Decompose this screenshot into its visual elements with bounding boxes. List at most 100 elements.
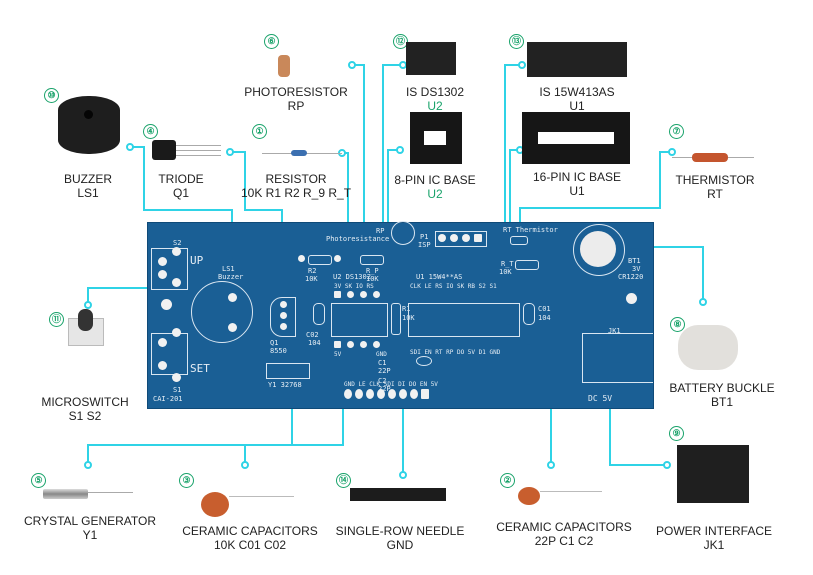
y1-outline — [266, 363, 310, 379]
header-pin — [344, 389, 352, 399]
microswitch-button — [78, 309, 93, 331]
silk-isp: ISP — [418, 241, 431, 249]
pad — [228, 323, 237, 332]
silk-u2-top: 3V SK IO RS — [334, 283, 374, 290]
silk-board-id: CAI-201 — [153, 395, 183, 403]
silk-rt2: R_T — [501, 260, 514, 268]
badge-4: ④ — [143, 124, 158, 139]
pad — [158, 361, 167, 370]
pad — [334, 291, 341, 298]
pad — [172, 247, 181, 256]
buzzer-outline — [191, 281, 253, 343]
badge-11: ⑪ — [49, 312, 64, 327]
switch-s2-outline — [151, 248, 188, 290]
silk-rt: RT Thermistor — [503, 226, 558, 234]
pcb-board: S2 UP S1 SET CAI-201 LS1 Buzzer Q1 8550 … — [147, 221, 654, 409]
header-pin — [366, 389, 374, 399]
header-pin — [421, 389, 429, 399]
silk-y1: Y1 32768 — [268, 381, 302, 389]
isp-header-outline — [435, 231, 487, 247]
silk-up: UP — [190, 254, 204, 267]
pad — [280, 323, 287, 330]
mount-hole — [161, 299, 172, 310]
buzzer-hole — [84, 110, 93, 119]
silk-p1: P1 — [420, 233, 429, 241]
u2-socket-outline — [331, 303, 388, 337]
switch-s1-outline — [151, 333, 188, 375]
pad — [474, 234, 482, 242]
triode-leg — [176, 155, 221, 156]
ds1302-chip-image — [406, 42, 456, 75]
silk-co2: C02 — [306, 331, 319, 339]
ceramic-capacitor-22p-image — [518, 487, 540, 505]
badge-1: ① — [252, 124, 267, 139]
silk-co1-val: 104 — [538, 314, 551, 322]
wire-crystal — [87, 374, 293, 465]
power-jack-image — [677, 445, 749, 503]
silk-co2-val: 104 — [308, 339, 321, 347]
ceramic-capacitor-10k-image — [201, 492, 229, 517]
ic-base-window — [538, 132, 614, 144]
c1-outline — [416, 356, 432, 366]
badge-9: ⑨ — [669, 426, 684, 441]
wire-u2 — [382, 64, 403, 296]
crystal-image — [43, 489, 88, 499]
silk-dc: DC 5V — [588, 394, 613, 403]
pad — [298, 255, 305, 262]
silk-s2: S2 — [173, 239, 182, 247]
pad — [334, 255, 341, 262]
pad — [438, 234, 446, 242]
badge-12: ⑫ — [393, 34, 408, 49]
silk-buzzer: Buzzer — [218, 273, 244, 281]
photoresistor-image — [278, 55, 290, 77]
rp-outline — [391, 221, 415, 245]
silk-q1-val: 8550 — [270, 347, 287, 355]
r1-outline — [391, 303, 401, 335]
co1-outline — [523, 303, 535, 325]
triode-leg — [176, 150, 221, 151]
r2-outline — [308, 255, 332, 265]
header-pin — [410, 389, 418, 399]
silk-bt1-type: CR1220 — [618, 273, 644, 281]
silk-jk1: JK1 — [608, 327, 621, 335]
battery-buckle-image — [678, 325, 738, 370]
badge-5: ⑤ — [31, 473, 46, 488]
pad — [360, 341, 367, 348]
wire-thermistor — [519, 151, 672, 237]
silk-rp2-val: 10K — [366, 275, 379, 283]
silk-header: GND LE CLK SDI DI DO EN 5V — [344, 381, 438, 388]
capacitor-lead — [540, 491, 602, 492]
pad — [462, 234, 470, 242]
pad — [158, 257, 167, 266]
silk-rp: RP — [376, 227, 385, 235]
silk-bt1-v: 3V — [632, 265, 641, 273]
header-pin — [399, 389, 407, 399]
badge-3: ③ — [179, 473, 194, 488]
pad — [280, 301, 287, 308]
silk-ls1: LS1 — [222, 265, 235, 273]
silk-u1-top: CLK LE RS IO SK RB S2 S1 — [410, 283, 497, 290]
silk-set: SET — [190, 362, 210, 375]
wire-switch — [87, 287, 160, 305]
15w413as-chip-image — [527, 42, 627, 77]
ic-base-8-image — [410, 112, 462, 164]
crystal-lead — [88, 492, 133, 493]
silk-r1: R1 — [402, 305, 411, 313]
pad — [280, 312, 287, 319]
rt-outline — [510, 236, 528, 245]
triode-image — [152, 140, 176, 160]
silk-c2: C2 — [378, 377, 387, 385]
wire-photo — [352, 64, 365, 240]
capacitor-lead — [229, 496, 294, 497]
